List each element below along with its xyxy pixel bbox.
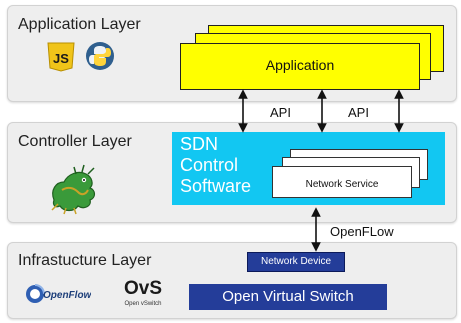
api-label-left: API (270, 105, 291, 120)
network-device-box: Network Device (247, 252, 345, 272)
api-label-right: API (348, 105, 369, 120)
application-label: Application (265, 57, 335, 73)
network-service-box: Network Service (272, 166, 412, 198)
ovs-logo-icon: OvS Open vSwitch (120, 274, 166, 310)
javascript-logo-icon: JS (47, 42, 75, 72)
open-virtual-switch-box: Open Virtual Switch (189, 284, 387, 310)
ovs-logo-text: OvS (124, 278, 162, 299)
openflow-logo-text: OpenFlow (43, 290, 91, 301)
opendaylight-dragon-icon (44, 160, 100, 216)
ovs-logo-subtext: Open vSwitch (124, 301, 161, 307)
sdn-label: SDN Control Software (180, 134, 251, 197)
controller-layer-title: Controller Layer (18, 133, 132, 150)
js-logo-text: JS (53, 51, 69, 66)
infrastructure-layer-title: Infrastucture Layer (18, 252, 152, 269)
application-box: Application (180, 43, 420, 90)
python-logo-icon (85, 41, 115, 71)
sdn-label-line1: SDN (180, 134, 219, 154)
openflow-logo-icon: OpenFlow (25, 283, 93, 305)
sdn-label-line3: Software (180, 176, 252, 196)
openflow-arrow-label: OpenFLow (330, 224, 394, 239)
application-layer-title: Application Layer (18, 16, 141, 33)
sdn-label-line2: Control (180, 155, 239, 175)
network-service-label: Network Service (305, 179, 379, 190)
